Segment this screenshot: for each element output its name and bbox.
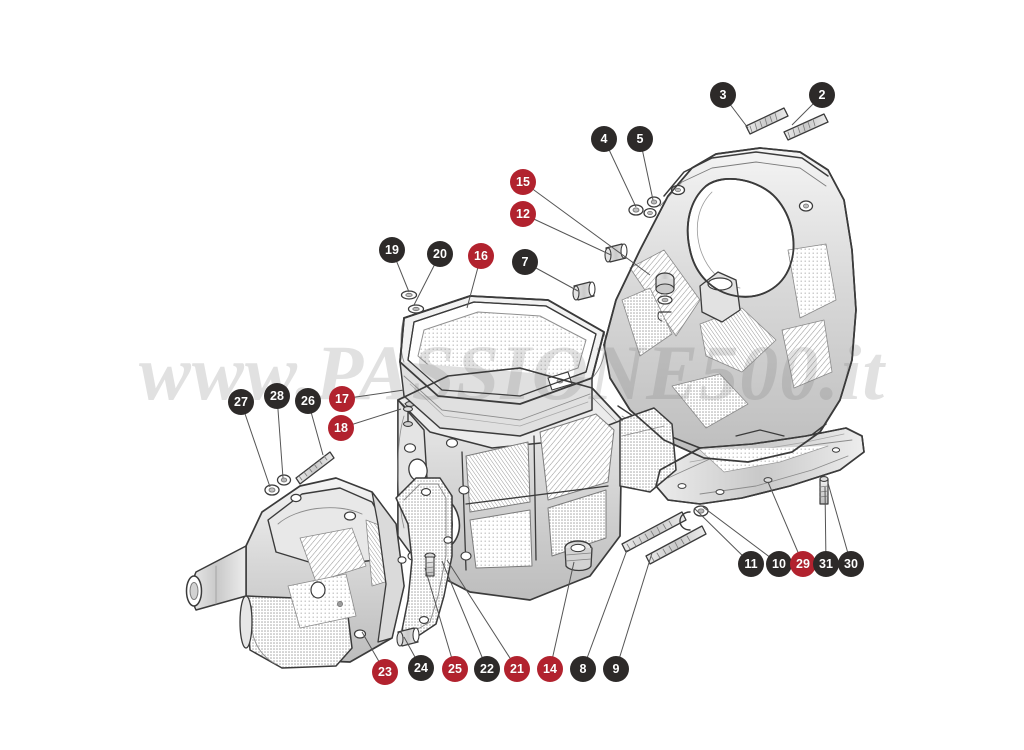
callout-number: 26 bbox=[301, 393, 315, 408]
callout-number: 2 bbox=[818, 87, 826, 102]
callout-bubble-12[interactable]: 12 bbox=[510, 201, 536, 227]
callout-number: 17 bbox=[335, 391, 349, 406]
callout-bubble-17[interactable]: 17 bbox=[329, 386, 355, 412]
callout-number: 21 bbox=[510, 661, 524, 676]
part-washer-27 bbox=[264, 484, 280, 496]
callout-bubble-14[interactable]: 14 bbox=[537, 656, 563, 682]
callout-bubble-22[interactable]: 22 bbox=[474, 656, 500, 682]
callout-bubble-7[interactable]: 7 bbox=[512, 249, 538, 275]
callout-bubble-24[interactable]: 24 bbox=[408, 655, 434, 681]
callout-number: 20 bbox=[433, 246, 447, 261]
callout-bubble-26[interactable]: 26 bbox=[295, 388, 321, 414]
callout-leader-27 bbox=[240, 401, 271, 488]
callout-number: 5 bbox=[636, 131, 644, 146]
callout-bubble-23[interactable]: 23 bbox=[372, 659, 398, 685]
callout-number: 18 bbox=[334, 420, 348, 435]
callout-number: 28 bbox=[270, 388, 284, 403]
callout-number: 7 bbox=[521, 254, 529, 269]
callout-bubble-15[interactable]: 15 bbox=[510, 169, 536, 195]
callout-bubble-29[interactable]: 29 bbox=[790, 551, 816, 577]
callout-bubble-2[interactable]: 2 bbox=[809, 82, 835, 108]
callout-number: 29 bbox=[796, 556, 810, 571]
part-differential-case bbox=[185, 477, 405, 669]
callout-bubble-16[interactable]: 16 bbox=[468, 243, 494, 269]
callout-bubble-18[interactable]: 18 bbox=[328, 415, 354, 441]
part-stud-26 bbox=[295, 451, 335, 485]
callout-bubble-28[interactable]: 28 bbox=[264, 383, 290, 409]
callout-number: 27 bbox=[234, 394, 248, 409]
callout-bubble-5[interactable]: 5 bbox=[627, 126, 653, 152]
callout-bubble-3[interactable]: 3 bbox=[710, 82, 736, 108]
callout-number: 10 bbox=[772, 556, 786, 571]
callout-number: 19 bbox=[385, 242, 399, 257]
callout-bubble-19[interactable]: 19 bbox=[379, 237, 405, 263]
callout-number: 24 bbox=[414, 660, 428, 675]
callout-leader-8 bbox=[582, 549, 628, 670]
callout-bubble-11[interactable]: 11 bbox=[738, 551, 764, 577]
callout-bubble-8[interactable]: 8 bbox=[570, 656, 596, 682]
callout-number: 31 bbox=[819, 556, 833, 571]
callout-number: 15 bbox=[516, 174, 530, 189]
callout-bubble-10[interactable]: 10 bbox=[766, 551, 792, 577]
callout-number: 22 bbox=[480, 661, 494, 676]
callout-bubble-27[interactable]: 27 bbox=[228, 389, 254, 415]
callout-number: 12 bbox=[516, 206, 530, 221]
callout-number: 4 bbox=[600, 131, 608, 146]
callout-number: 14 bbox=[543, 661, 557, 676]
callout-number: 8 bbox=[579, 661, 587, 676]
callout-number: 25 bbox=[448, 661, 462, 676]
callout-bubble-9[interactable]: 9 bbox=[603, 656, 629, 682]
callout-number: 9 bbox=[612, 661, 620, 676]
callout-number: 11 bbox=[744, 556, 758, 571]
callout-bubble-4[interactable]: 4 bbox=[591, 126, 617, 152]
callout-leader-14 bbox=[549, 561, 575, 670]
callout-leader-21 bbox=[446, 559, 518, 670]
callout-bubble-30[interactable]: 30 bbox=[838, 551, 864, 577]
callout-leader-12 bbox=[522, 213, 612, 256]
callout-leader-25 bbox=[424, 567, 456, 670]
callout-leader-9 bbox=[615, 552, 653, 670]
part-washer-11 bbox=[679, 511, 691, 531]
callout-leader-15 bbox=[522, 181, 651, 276]
callout-number: 16 bbox=[474, 248, 488, 263]
part-stud-3 bbox=[745, 107, 789, 135]
callout-number: 23 bbox=[378, 664, 392, 679]
callout-number: 30 bbox=[844, 556, 858, 571]
callout-bubble-31[interactable]: 31 bbox=[813, 551, 839, 577]
callout-leader-22 bbox=[441, 560, 488, 670]
callout-bubble-21[interactable]: 21 bbox=[504, 656, 530, 682]
callout-bubble-20[interactable]: 20 bbox=[427, 241, 453, 267]
callout-number: 3 bbox=[719, 87, 727, 102]
callout-bubble-25[interactable]: 25 bbox=[442, 656, 468, 682]
part-stud-8 bbox=[621, 511, 687, 553]
